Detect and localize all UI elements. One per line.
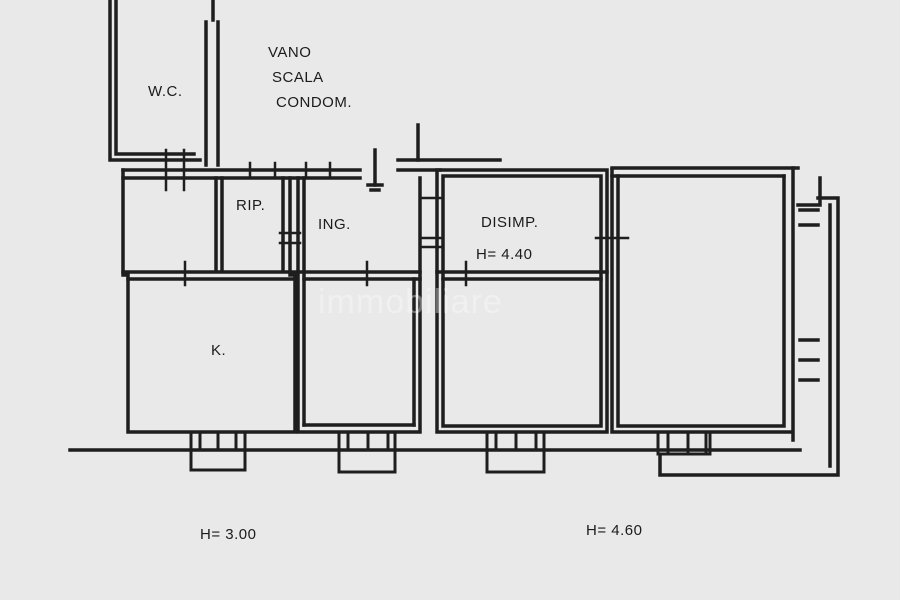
door-ticks: [164, 148, 630, 287]
disimp-label: DISIMP.: [481, 214, 539, 231]
left-rooms-walls: [121, 168, 297, 434]
kitchen-label: K.: [211, 342, 227, 359]
scala-label: SCALA: [272, 69, 324, 86]
disimp-height-label: H= 4.40: [476, 246, 533, 263]
rip-label: RIP.: [236, 197, 266, 214]
right-room-walls: [610, 166, 840, 477]
corridor-walls: [121, 123, 502, 192]
ing-label: ING.: [318, 216, 351, 233]
vano-label: VANO: [268, 44, 312, 61]
condom-label: CONDOM.: [276, 94, 352, 111]
watermark: immobiliare: [318, 283, 503, 321]
window-steps: [189, 430, 712, 474]
height-left-label: H= 3.00: [200, 526, 257, 543]
height-right-label: H= 4.60: [586, 522, 643, 539]
wc-room-walls: [108, 0, 220, 167]
wc-label: W.C.: [148, 83, 183, 100]
